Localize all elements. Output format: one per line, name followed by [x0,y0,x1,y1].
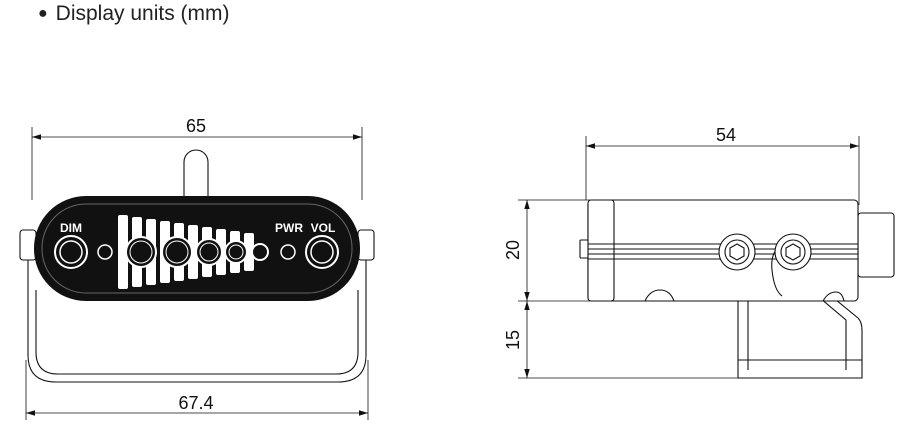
display-face [41,203,353,294]
dimension-15: 15 [503,301,530,378]
dimension-label-67-4: 67.4 [178,393,213,413]
hex-bolt-front [718,233,756,271]
front-view: 65 [19,116,375,420]
stand-bracket-inner [35,290,359,375]
stand-bracket [27,240,367,383]
left-pivot [19,229,37,261]
front-nub [579,239,589,259]
vol-button[interactable] [305,235,339,269]
side-view: 54 20 15 [503,125,895,379]
indicator-dot-pwr [280,244,296,260]
pwr-label: PWR [275,221,303,235]
dimension-54: 54 [585,125,860,205]
right-pivot [357,229,375,261]
page-heading: ● Display units (mm) [38,2,230,26]
foot-bump [644,289,675,302]
dimension-20: 20 [503,200,530,301]
dimension-label-15: 15 [503,330,523,350]
bullet-icon: ● [38,5,48,22]
led-lenses [125,236,269,268]
front-bezel-side [587,199,615,302]
dimension-label-65: 65 [186,116,206,136]
vol-label: VOL [311,221,336,235]
heading-text: Display units (mm) [55,2,230,25]
hex-bolt-rear [774,233,812,271]
rear-connector [857,212,895,278]
dimension-67-4: 67.4 [25,360,369,420]
dimension-65: 65 [31,116,363,200]
dimension-label-54: 54 [716,125,736,145]
indicator-dot-left [97,244,113,260]
foot-bump-rear [822,291,845,302]
dim-button[interactable] [54,235,88,269]
dim-label: DIM [60,221,82,235]
dimension-label-20: 20 [503,240,523,260]
